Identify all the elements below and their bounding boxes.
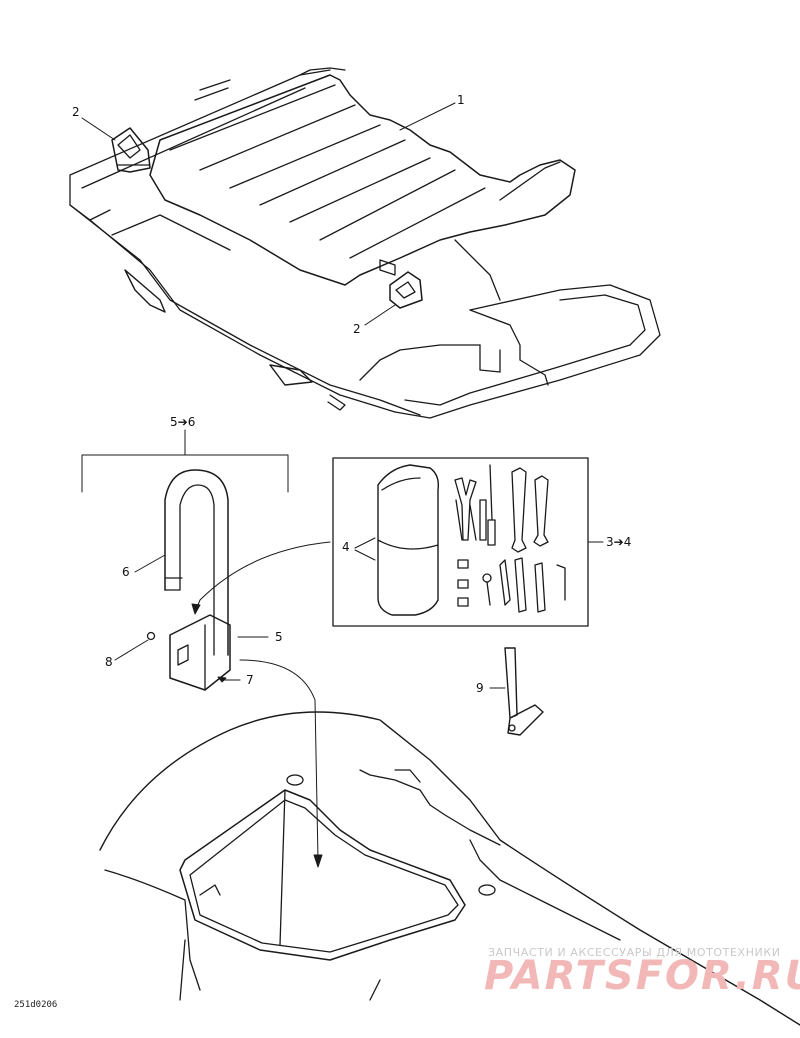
tool-strap bbox=[164, 469, 229, 656]
tool-bracket bbox=[146, 614, 231, 691]
callout-4: 4 bbox=[342, 540, 350, 554]
group-bracket-5-6 bbox=[81, 429, 289, 493]
seat-latch-right bbox=[389, 271, 423, 309]
leader-lines-upper bbox=[81, 102, 456, 326]
spark-plug-wrench bbox=[489, 647, 544, 736]
callout-2-bottom: 2 bbox=[353, 322, 361, 336]
leader-lines-middle bbox=[114, 541, 331, 868]
callout-1: 1 bbox=[457, 93, 465, 107]
callout-9: 9 bbox=[476, 681, 484, 695]
callout-2-top: 2 bbox=[72, 105, 80, 119]
seat-latch-left bbox=[111, 127, 151, 173]
callout-5: 5 bbox=[275, 630, 283, 644]
tool-kit-panel bbox=[332, 457, 604, 627]
watermark-brand: PARTSFOR.RU bbox=[484, 953, 800, 999]
callout-group-5-6: 5➔6 bbox=[170, 415, 196, 429]
callout-6: 6 bbox=[122, 565, 130, 579]
callout-group-3-4: 3➔4 bbox=[606, 535, 632, 549]
drawing-code: 251d0206 bbox=[14, 1000, 58, 1010]
callout-8: 8 bbox=[105, 655, 113, 669]
body-storage-compartment bbox=[99, 711, 800, 1026]
watermark-subtitle: ЗАПЧАСТИ И АКСЕССУАРЫ ДЛЯ МОТОТЕХНИКИ bbox=[488, 946, 781, 959]
callout-7: 7 bbox=[246, 673, 254, 687]
seat-cushion bbox=[149, 74, 576, 286]
rear-rack-frame bbox=[69, 67, 661, 419]
